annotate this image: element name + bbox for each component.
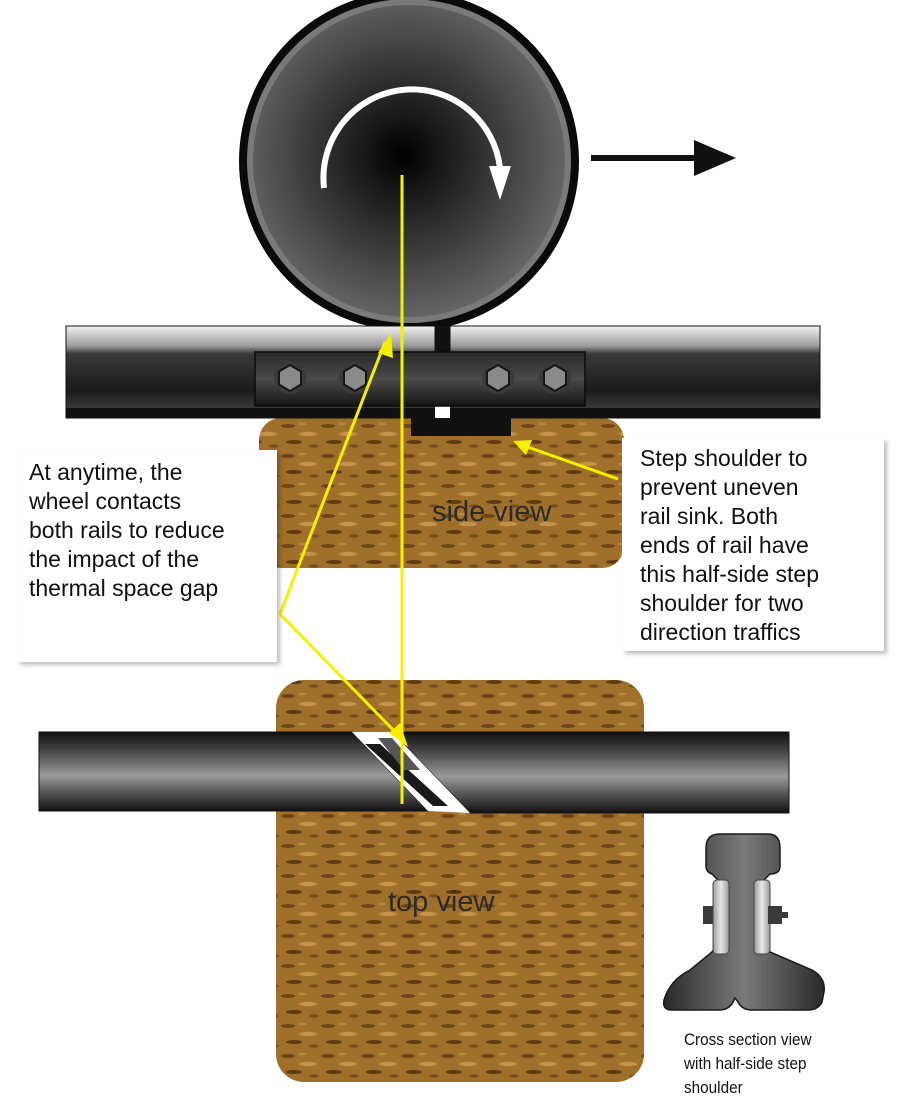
side-view-label: side view [432, 496, 552, 528]
callout-line: wheel contacts [29, 488, 182, 514]
side-view-sleeper [259, 418, 624, 568]
bolt-icon [539, 362, 571, 394]
callout-line: thermal space gap [29, 575, 219, 601]
callout-line: both rails to reduce [29, 517, 225, 543]
callout-line: prevent uneven [640, 474, 799, 500]
callout-line: this half-side step [640, 561, 819, 587]
step-shoulder-callout: Step shoulder to prevent uneven rail sin… [622, 438, 884, 651]
wheel-contact-callout: At anytime, the wheel contacts both rail… [17, 450, 277, 662]
callout-line: At anytime, the [29, 459, 183, 485]
caption-line: Cross section view [684, 1030, 812, 1049]
callout-line: shoulder for two [640, 590, 804, 616]
callout-line: direction traffics [640, 619, 801, 645]
step-shoulder [411, 418, 511, 436]
cross-section-caption: Cross section view with half-side step s… [684, 1028, 812, 1100]
pointer-arrowheads [378, 333, 532, 747]
bolt-icon [274, 362, 306, 394]
cross-section-rail [662, 833, 825, 1011]
top-view-label: top view [388, 886, 495, 918]
callout-line: Step shoulder to [640, 445, 808, 471]
rotation-arrow-icon [320, 86, 511, 200]
callout-line: the impact of the [29, 546, 200, 572]
bolt-icon [339, 362, 371, 394]
callout-line: rail sink. Both [640, 503, 779, 529]
callout-line: ends of rail have [640, 532, 809, 558]
wheel [239, 0, 579, 331]
pointer-lines [278, 175, 619, 804]
top-view-rail [38, 731, 790, 814]
direction-arrow-icon [591, 140, 736, 176]
joint-bar [254, 351, 586, 407]
bolt-icon [482, 362, 514, 394]
caption-line: shoulder [684, 1078, 743, 1097]
caption-line: with half-side step [684, 1054, 807, 1073]
